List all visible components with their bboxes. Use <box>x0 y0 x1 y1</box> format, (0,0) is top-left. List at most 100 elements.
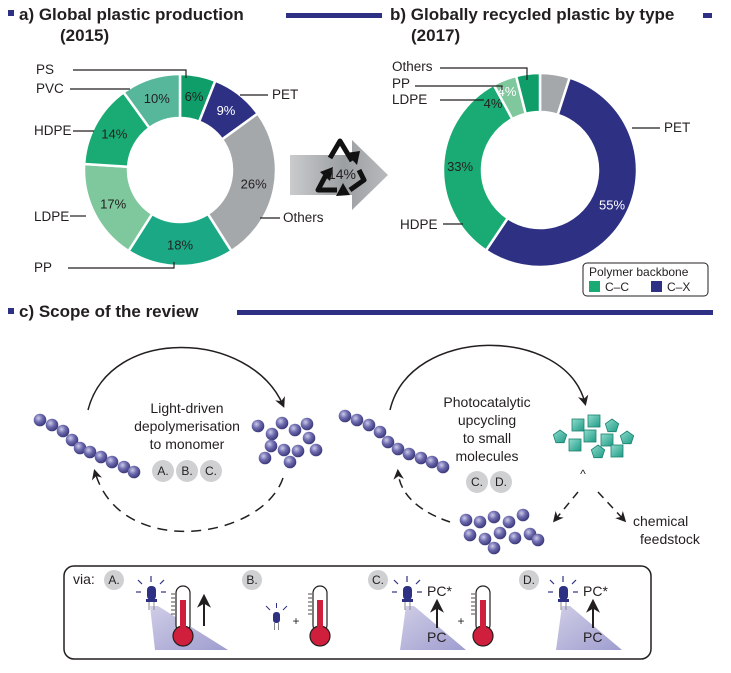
monomer-cluster-right <box>459 508 545 555</box>
monomer-bead <box>288 423 302 437</box>
polymer-bead <box>381 435 395 449</box>
molecule-pentagon <box>552 429 568 444</box>
monomer-bead <box>300 417 314 431</box>
caret-mark: ^ <box>580 467 586 481</box>
section-b-title-line2: (2017) <box>411 26 460 45</box>
led-icon-c <box>392 576 422 610</box>
recycle-percent: 14% <box>328 166 356 182</box>
via-panel: via: A. B. + <box>63 565 652 660</box>
chart-a-donut: 6%9%26%18%17%14%10% <box>82 72 278 268</box>
slice-pp <box>514 71 542 116</box>
section-c-title-text: c) Scope of the review <box>19 302 199 321</box>
via-badge-b-label: B. <box>246 573 257 587</box>
badge-c-right-label: C. <box>471 475 483 489</box>
pc-star-c: PC* <box>427 583 452 599</box>
via-badge-c-label: C. <box>372 573 384 587</box>
section-c-title: c) Scope of the review <box>8 302 713 321</box>
label-others-b: Others <box>392 59 433 74</box>
polymer-bead <box>338 409 352 423</box>
polymer-bead <box>436 460 450 474</box>
badge-a <box>152 460 174 482</box>
badge-c-right <box>466 471 488 493</box>
thermometer-icon-b <box>308 585 331 647</box>
feedstock-line1: chemical <box>633 513 688 529</box>
label-others: Others <box>283 210 324 225</box>
molecule-cube <box>568 438 582 452</box>
led-icon-a <box>136 576 166 610</box>
molecule-cube <box>610 444 624 458</box>
chart-b-donut: 5%55%33%4%4% <box>441 71 639 269</box>
label-pp-b: PP <box>392 76 410 91</box>
led-icon-d <box>548 576 578 610</box>
chart-a-labels <box>68 69 280 269</box>
slice-label-others: 26% <box>241 177 267 192</box>
monomer-bead <box>283 455 297 469</box>
slice-label-pp: 18% <box>167 238 193 253</box>
badge-c <box>200 460 222 482</box>
left-text-line1: Light-driven <box>150 400 223 416</box>
polymer-bead <box>127 465 141 479</box>
polymer-bead <box>350 413 364 427</box>
badge-d-right-label: D. <box>495 475 507 489</box>
slice-pvc <box>121 72 182 130</box>
label-ldpe-b: LDPE <box>392 92 427 107</box>
molecule-cube <box>600 433 614 447</box>
monomer-bead <box>275 416 289 430</box>
monomer-bead <box>309 443 323 457</box>
leader-ps <box>73 69 187 78</box>
cycle-arrow-top-left <box>87 346 285 411</box>
label-pvc: PVC <box>36 81 64 96</box>
recycle-arrow: 14% <box>290 138 388 210</box>
molecule-cube <box>571 418 585 432</box>
monomer-bead <box>487 510 501 524</box>
recycle-arrowheads <box>320 151 360 196</box>
left-text-line3: to monomer <box>150 436 225 452</box>
via-badge-a-label: A. <box>108 573 119 587</box>
label-pet-b: PET <box>664 120 690 135</box>
polymer-bead <box>117 460 131 474</box>
monomer-bead <box>531 533 545 547</box>
monomer-bead <box>265 427 279 441</box>
monomer-bead <box>516 508 530 522</box>
cycle-arrow-bottom-left <box>91 468 284 532</box>
via-badge-a <box>104 570 124 590</box>
scope-right: ^ Photocatalytic upcycling to small mole… <box>338 344 701 555</box>
title-marker <box>8 308 14 314</box>
monomer-bead <box>302 431 316 445</box>
pc-d: PC <box>583 629 602 645</box>
polymer-bead <box>391 442 405 456</box>
right-text-line4: molecules <box>455 448 518 464</box>
monomer-bead <box>487 541 501 555</box>
badge-b <box>176 460 198 482</box>
light-beam-c <box>400 606 466 650</box>
label-pet: PET <box>272 87 298 102</box>
monomer-bead <box>493 526 507 540</box>
legend-box <box>582 262 709 297</box>
left-text-line2: depolymerisation <box>134 418 240 434</box>
thermometer-icon-a <box>171 585 194 647</box>
led-icon-b <box>265 603 288 630</box>
left-badges: A. B. C. <box>152 460 222 482</box>
feedstock-line2: feedstock <box>640 531 701 547</box>
badge-a-label: A. <box>157 464 168 478</box>
arrow-to-feedstock <box>597 491 627 523</box>
pc-c: PC <box>427 629 446 645</box>
monomer-bead <box>502 515 516 529</box>
slice-label-hdpe: 33% <box>447 159 473 174</box>
monomer-bead <box>463 528 477 542</box>
scope-left: Light-driven depolymerisation to monomer… <box>33 346 323 532</box>
monomer-bead <box>508 531 522 545</box>
legend-swatch-cc <box>589 281 600 292</box>
slice-label-hdpe: 14% <box>101 126 127 141</box>
polymer-bead <box>33 413 47 427</box>
monomer-bead <box>277 443 291 457</box>
label-ldpe: LDPE <box>34 209 69 224</box>
monomer-cluster <box>251 416 323 469</box>
polymer-bead <box>45 418 59 432</box>
via-badge-d-label: D. <box>523 573 535 587</box>
section-a-title-line1: a) Global plastic production <box>19 5 244 24</box>
right-text-line1: Photocatalytic <box>443 394 530 410</box>
chart-b-labels <box>415 67 660 225</box>
via-badge-d <box>519 570 539 590</box>
